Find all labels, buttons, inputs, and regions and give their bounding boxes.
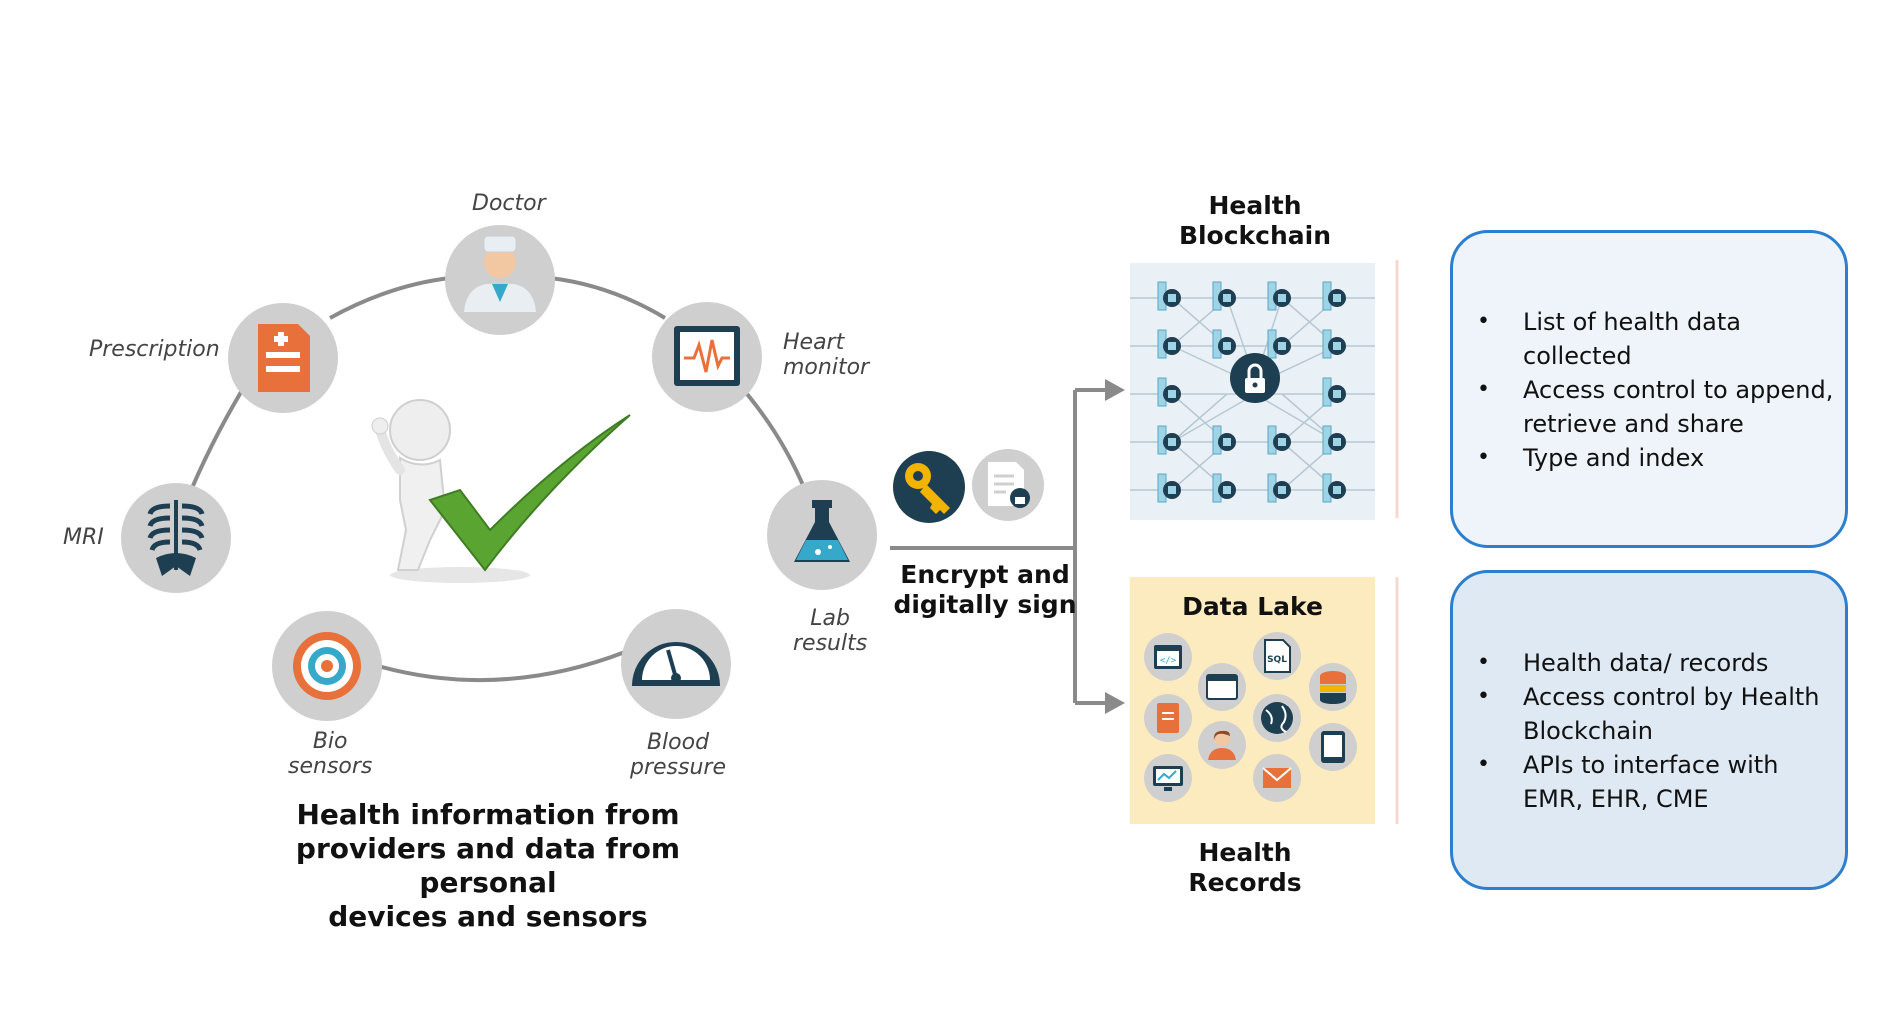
arrow-head-data-lake bbox=[1105, 692, 1125, 714]
server-node-icon bbox=[1322, 377, 1346, 407]
encrypt-sign-line1: Encrypt and bbox=[900, 560, 1070, 589]
sources-caption: Health information from providers and da… bbox=[238, 798, 738, 934]
server-node-icon bbox=[1322, 281, 1346, 311]
monitor-chart-icon bbox=[1144, 754, 1192, 802]
label-lab-results-line1: Lab bbox=[810, 606, 850, 631]
records-info-item: Health data/ records bbox=[1453, 646, 1845, 680]
database-icon bbox=[1309, 663, 1357, 711]
server-node-icon bbox=[1157, 425, 1181, 455]
label-blood-pressure-line1: Blood bbox=[646, 730, 710, 755]
arrow-head-blockchain bbox=[1105, 379, 1125, 401]
server-node-icon bbox=[1267, 329, 1291, 359]
code-window-icon: </> bbox=[1144, 633, 1192, 681]
browser-window-icon bbox=[1198, 663, 1246, 711]
svg-text:</>: </> bbox=[1160, 656, 1177, 666]
label-blood-pressure-line2: pressure bbox=[630, 755, 726, 780]
health-records-title: Health Records bbox=[1145, 838, 1345, 898]
health-records-title-line2: Records bbox=[1188, 868, 1302, 897]
user-icon bbox=[1198, 721, 1246, 769]
server-node-icon bbox=[1322, 425, 1346, 455]
label-doctor: Doctor bbox=[472, 191, 546, 216]
tablet-icon bbox=[1309, 723, 1357, 771]
encrypt-sign-label: Encrypt and digitally sign bbox=[890, 560, 1080, 620]
label-bio-sensors: Bio sensors bbox=[288, 729, 372, 779]
sources-caption-line1: Health information from bbox=[296, 798, 680, 831]
label-lab-results-line2: results bbox=[793, 631, 868, 656]
label-heart-monitor-line2: monitor bbox=[783, 355, 870, 380]
bio-sensor-icon bbox=[272, 611, 382, 721]
blockchain-info-item: Access control to append, retrieve and s… bbox=[1453, 373, 1845, 441]
server-node-icon bbox=[1157, 281, 1181, 311]
server-node-icon bbox=[1157, 377, 1181, 407]
blockchain-title-line1: Health bbox=[1208, 191, 1302, 220]
server-node-icon bbox=[1322, 329, 1346, 359]
heart-monitor-icon bbox=[652, 302, 762, 412]
data-lake-illustration: </> SQL bbox=[1130, 577, 1375, 824]
server-node-icon bbox=[1267, 473, 1291, 503]
server-node-icon bbox=[1212, 281, 1236, 311]
data-lake-title: Data Lake bbox=[1182, 592, 1323, 621]
blockchain-title: Health Blockchain bbox=[1155, 191, 1355, 251]
server-node-icon bbox=[1212, 473, 1236, 503]
mri-icon bbox=[121, 483, 231, 593]
server-node-icon bbox=[1267, 425, 1291, 455]
blockchain-info-box: List of health data collected Access con… bbox=[1450, 230, 1848, 548]
server-node-icon bbox=[1322, 473, 1346, 503]
label-blood-pressure: Blood pressure bbox=[630, 730, 726, 780]
server-node-icon bbox=[1157, 329, 1181, 359]
server-node-icon bbox=[1212, 425, 1236, 455]
globe-icon bbox=[1253, 694, 1301, 742]
blood-pressure-gauge-icon bbox=[621, 609, 731, 719]
sql-icon-label: SQL bbox=[1267, 655, 1287, 665]
blockchain-info-item: List of health data collected bbox=[1453, 305, 1845, 373]
records-info-box: Health data/ records Access control by H… bbox=[1450, 570, 1848, 890]
label-mri: MRI bbox=[63, 525, 104, 550]
health-records-title-line1: Health bbox=[1198, 838, 1292, 867]
label-heart-monitor: Heart monitor bbox=[783, 330, 869, 380]
server-node-icon bbox=[1157, 473, 1181, 503]
prescription-icon bbox=[228, 303, 338, 413]
mail-icon bbox=[1253, 754, 1301, 802]
secure-document-icon bbox=[972, 449, 1044, 521]
blockchain-network-illustration bbox=[1130, 263, 1375, 520]
key-icon bbox=[893, 451, 965, 523]
approval-figure-illustration bbox=[371, 399, 631, 583]
blockchain-title-line2: Blockchain bbox=[1178, 221, 1332, 250]
blockchain-info-item: Type and index bbox=[1453, 441, 1845, 475]
server-node-icon bbox=[1212, 329, 1236, 359]
sql-file-icon: SQL bbox=[1253, 632, 1301, 680]
blockchain-info-list: List of health data collected Access con… bbox=[1453, 305, 1845, 475]
sources-caption-line2: providers and data from personal bbox=[295, 832, 681, 899]
server-node-icon bbox=[1267, 281, 1291, 311]
label-prescription: Prescription bbox=[89, 337, 220, 362]
label-lab-results: Lab results bbox=[793, 606, 867, 656]
label-bio-sensors-line2: sensors bbox=[288, 754, 373, 779]
encrypt-sign-line2: digitally sign bbox=[893, 590, 1077, 619]
lab-flask-icon bbox=[767, 480, 877, 590]
records-info-item: Access control by Health Blockchain bbox=[1453, 680, 1845, 748]
records-info-item: APIs to interface with EMR, EHR, CME bbox=[1453, 748, 1845, 816]
doctor-icon bbox=[445, 225, 555, 335]
notebook-icon bbox=[1144, 694, 1192, 742]
label-bio-sensors-line1: Bio bbox=[312, 729, 348, 754]
flow-arrows bbox=[890, 388, 1115, 705]
records-info-list: Health data/ records Access control by H… bbox=[1453, 646, 1845, 816]
label-heart-monitor-line1: Heart bbox=[783, 330, 845, 355]
sources-caption-line3: devices and sensors bbox=[328, 900, 648, 933]
